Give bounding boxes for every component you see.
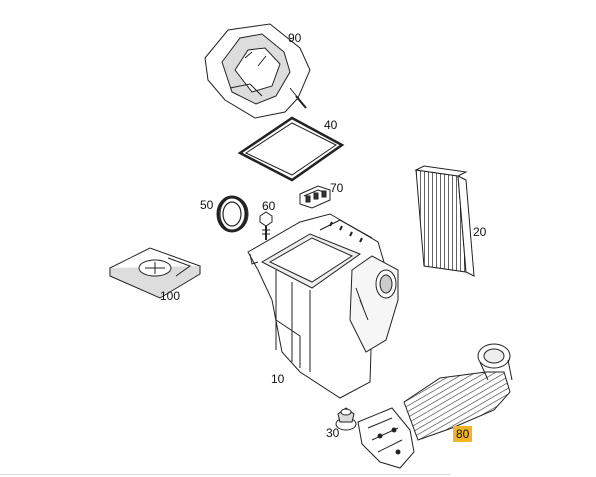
part-60-bolt[interactable] <box>259 211 273 240</box>
part-70-clip[interactable] <box>299 185 331 209</box>
callout-100[interactable]: 100 <box>160 289 181 303</box>
part-90-cover[interactable] <box>204 23 311 119</box>
part-40-gasket[interactable] <box>237 116 345 182</box>
part-50-ring[interactable] <box>216 195 249 233</box>
callout-40[interactable]: 40 <box>324 118 338 132</box>
callout-50[interactable]: 50 <box>200 198 214 212</box>
bottom-divider <box>0 474 450 475</box>
callout-70[interactable]: 70 <box>330 181 344 195</box>
part-80-hose[interactable] <box>357 343 513 469</box>
part-100-plate[interactable] <box>108 247 202 299</box>
callout-10[interactable]: 10 <box>271 372 285 386</box>
callout-60[interactable]: 60 <box>262 199 276 213</box>
callout-30[interactable]: 30 <box>326 426 340 440</box>
part-10-housing[interactable] <box>247 213 399 399</box>
part-30-grommet[interactable] <box>335 407 357 431</box>
callout-90[interactable]: 90 <box>288 31 302 45</box>
callout-20[interactable]: 20 <box>473 225 487 239</box>
callout-80-highlighted[interactable]: 80 <box>453 426 473 442</box>
part-20-filter[interactable] <box>414 165 475 277</box>
